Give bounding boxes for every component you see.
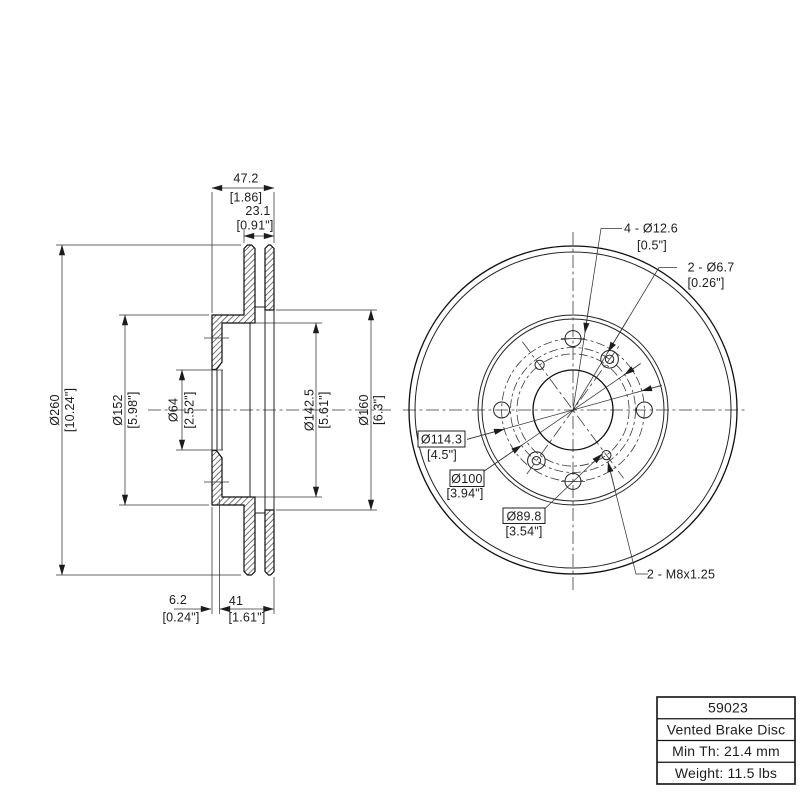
dim-mount-depth-in: [1.61"] [228, 611, 265, 625]
bolt-circle-114-box [417, 430, 466, 448]
thread-hole-upper [534, 359, 545, 370]
dim-recess-mm: Ø142.5 [303, 389, 317, 431]
hat-outer-circle [477, 314, 669, 506]
dim-overall-width-in: [1.86] [230, 191, 262, 205]
section-bottom-left-plate [211, 449, 256, 576]
min-thickness: Min Th: 21.4 mm [672, 743, 780, 759]
dim-od-in: [10.24"] [63, 388, 77, 432]
dim-inner-face-mm: Ø160 [357, 394, 371, 425]
dim-hat-thickness-mm: 6.2 [169, 593, 187, 607]
section-top-left-plate [211, 244, 256, 371]
dim-od-mm: Ø260 [48, 394, 62, 425]
section-dimensions: Ø260 [10.24"] Ø152 [5.98"] Ø64 [2.52"] Ø… [48, 172, 386, 625]
dim-hat-od-in: [5.98"] [126, 391, 140, 428]
dim-overall-width-mm: 47.2 [233, 172, 258, 186]
dim-hat-od-mm: Ø152 [111, 394, 125, 425]
weight: Weight: 11.5 lbs [675, 765, 777, 781]
dim-bore-in: [2.52"] [183, 391, 197, 428]
front-view [408, 245, 738, 575]
centerlines [148, 232, 747, 593]
section-view [204, 244, 275, 576]
dim-mount-depth-mm: 41 [229, 594, 243, 608]
outer-diameter-circle [408, 245, 738, 575]
lug-hole-right [635, 401, 653, 419]
pin-hole-lower [531, 456, 542, 466]
section-top-right-plate [264, 244, 275, 311]
bolt-circle-89-leader [544, 453, 603, 509]
hat-inner-circle [481, 318, 665, 502]
bolt-circle-89-label: Ø89.8 [506, 509, 541, 523]
center-bore-circle [532, 369, 614, 451]
dim-inner-face-in: [6.3"] [372, 395, 386, 425]
dim-hat-thickness-in: [0.24"] [162, 611, 199, 625]
lug-holes-label: 4 - Ø12.6 [624, 222, 678, 236]
dim-rotor-thickness-in: [0.91"] [236, 219, 273, 233]
bolt-circle-100-box [449, 469, 485, 487]
bolt-circle-114-label: Ø114.3 [421, 433, 462, 447]
lug-holes-in: [0.5"] [637, 239, 667, 253]
thread-spec-label: 2 - M8x1.25 [647, 568, 715, 582]
pin-holes-in: [0.26"] [687, 276, 724, 290]
pin-holes-leader [572, 267, 677, 411]
pin-holes-label: 2 - Ø6.7 [688, 261, 735, 275]
lug-holes-leader [572, 228, 622, 411]
bolt-circle-100-label: Ø100 [451, 472, 482, 486]
dim-bore-mm: Ø64 [167, 398, 181, 422]
bolt-circle-89 [516, 353, 630, 467]
bolt-circle-89-in: [3.54"] [505, 525, 542, 539]
thread-spec-leader [607, 461, 648, 575]
thread-holes-axis-centerline [522, 341, 624, 479]
lug-hole-left [493, 401, 511, 419]
dim-rotor-thickness-mm: 23.1 [245, 204, 270, 218]
title-block: 59023 Vented Brake Disc Min Th: 21.4 mm … [656, 696, 796, 785]
product-type: Vented Brake Disc [667, 721, 786, 737]
bolt-circle-114-in: [4.5"] [427, 448, 457, 462]
part-number: 59023 [708, 700, 748, 716]
dim-recess-in: [5.61"] [317, 391, 331, 428]
outer-rim-circle [414, 251, 732, 569]
pin-hole-lower-chamfer [527, 451, 546, 471]
bolt-circle-100 [510, 347, 636, 473]
front-view-callouts: 4 - Ø12.6 [0.5"] 2 - Ø6.7 [0.26"] Ø114.3… [417, 222, 735, 582]
pin-hole-upper [604, 354, 615, 364]
section-bottom-right-plate [264, 509, 275, 576]
bolt-circle-89-box [502, 507, 546, 524]
bolt-circle-100-in: [3.94"] [446, 487, 483, 501]
